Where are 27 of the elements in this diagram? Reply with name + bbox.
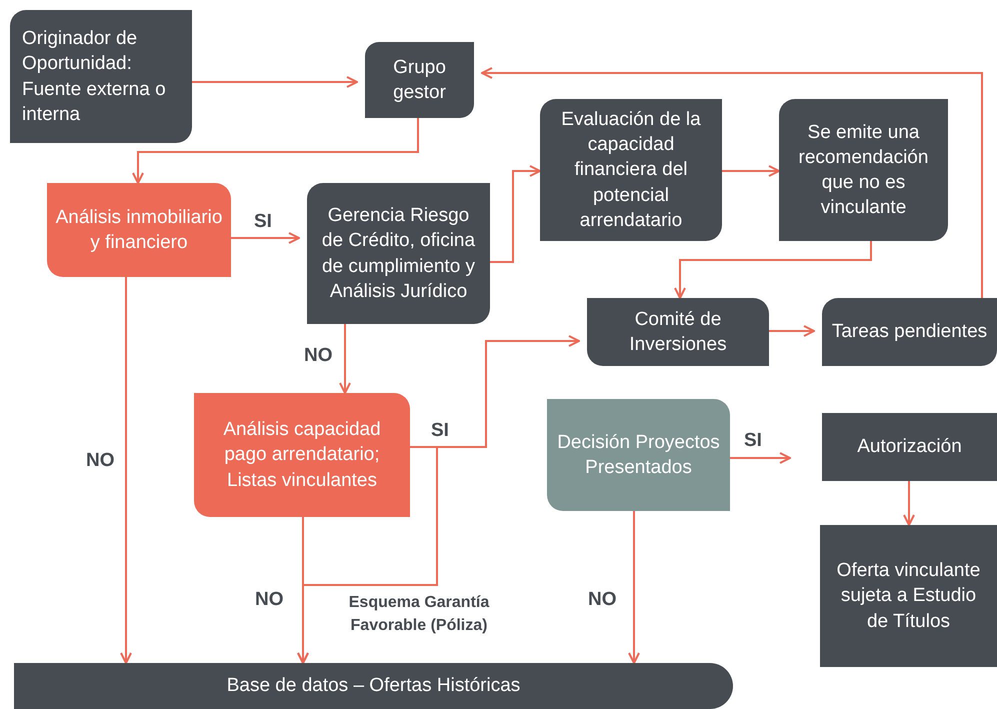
- arrow: [339, 324, 351, 394]
- database-bar: Base de datos – Ofertas Históricas: [14, 663, 733, 709]
- arrow: [132, 118, 419, 184]
- process-box: Se emite una recomendación que no es vinculante: [779, 99, 948, 241]
- arrow: [628, 511, 640, 664]
- arrow: [297, 517, 309, 664]
- arrow: [722, 165, 780, 177]
- arrow: [490, 165, 541, 263]
- arrow: [231, 232, 300, 244]
- process-box: Comité de Inversiones: [587, 298, 769, 366]
- arrow: [903, 481, 915, 526]
- arrow: [674, 241, 872, 299]
- arrow: [192, 76, 358, 88]
- process-box: Análisis capacidad pago arrendatario; Listas vinculantes: [194, 393, 410, 517]
- process-box: Decisión Proyectos Presentados: [547, 399, 730, 511]
- process-box: Grupo gestor: [365, 42, 474, 118]
- process-box: Oferta vinculante sujeta a Estudio de Títulos: [820, 525, 997, 667]
- arrow: [481, 67, 983, 298]
- process-box: Análisis inmobiliario y financiero: [47, 183, 231, 277]
- arrow: [730, 452, 791, 464]
- process-box: Tareas pendientes: [822, 298, 997, 366]
- process-box: Evaluación de la capacidad financiera del potencial arrendatario: [540, 99, 722, 241]
- process-box: Originador de Oportunidad: Fuente externa o interna: [10, 10, 192, 143]
- arrow: [769, 325, 815, 337]
- arrow: [120, 277, 132, 664]
- process-box: Gerencia Riesgo de Crédito, oficina de cumplimiento y Análisis Jurídico: [307, 183, 490, 324]
- process-box: Autorización: [822, 413, 997, 481]
